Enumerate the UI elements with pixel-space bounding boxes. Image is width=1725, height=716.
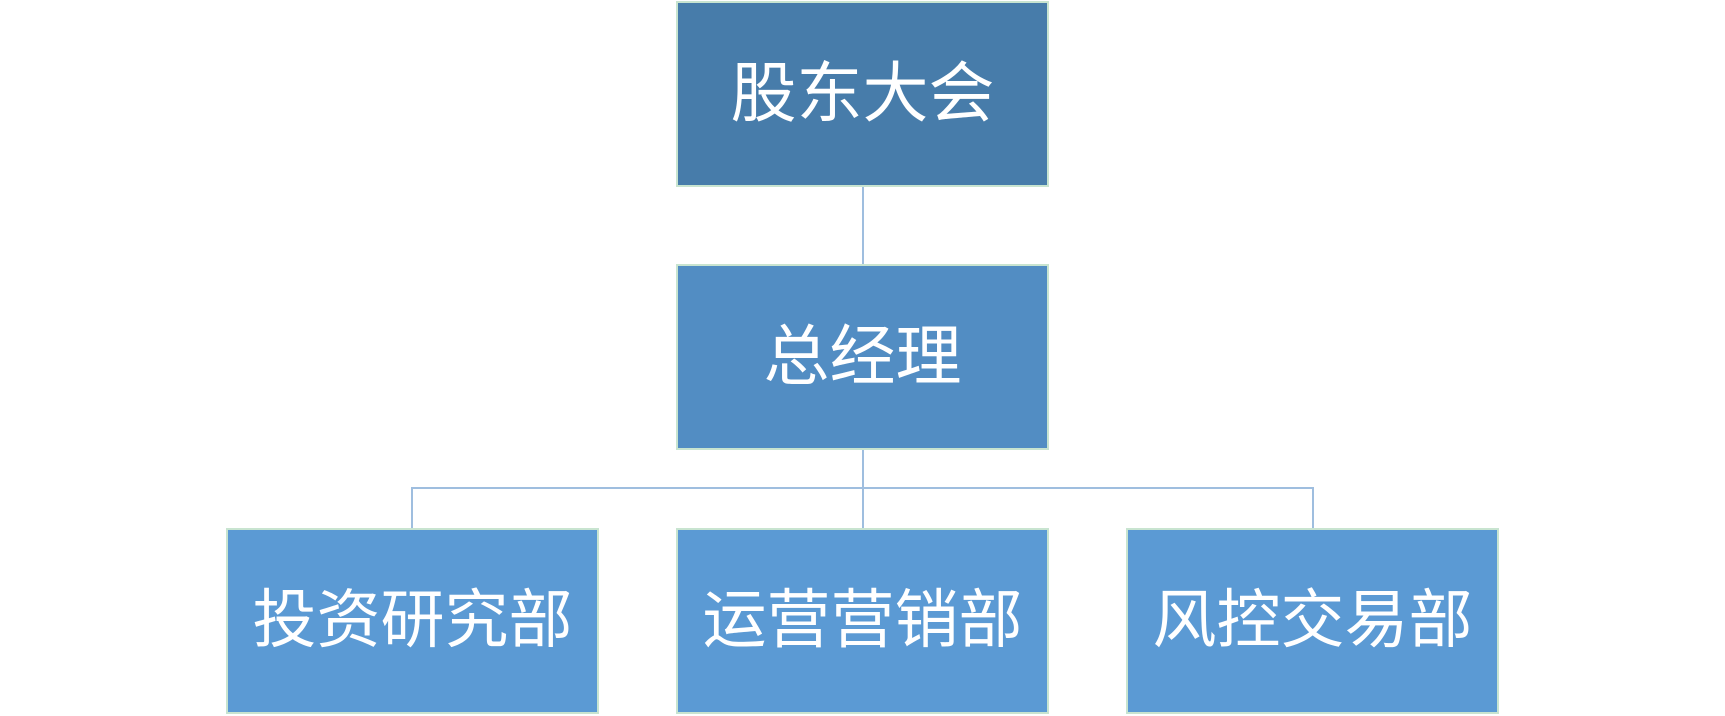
investment-research-label: 投资研究部 xyxy=(252,584,573,658)
connector-branch-horizontal xyxy=(411,487,1314,489)
risk-trading-node: 风控交易部 xyxy=(1126,528,1499,714)
investment-research-node: 投资研究部 xyxy=(226,528,599,714)
operations-marketing-node: 运营营销部 xyxy=(676,528,1049,714)
general-manager-node: 总经理 xyxy=(676,264,1049,450)
connector-to-investment-research xyxy=(411,487,413,528)
connector-to-risk-trading xyxy=(1312,487,1314,528)
operations-marketing-label: 运营营销部 xyxy=(702,584,1023,658)
shareholders-meeting-node: 股东大会 xyxy=(676,1,1049,187)
shareholders-meeting-label: 股东大会 xyxy=(730,55,995,132)
general-manager-label: 总经理 xyxy=(763,318,962,395)
connector-top-to-middle xyxy=(862,187,864,264)
connector-middle-to-branch xyxy=(862,450,864,528)
risk-trading-label: 风控交易部 xyxy=(1152,584,1473,658)
